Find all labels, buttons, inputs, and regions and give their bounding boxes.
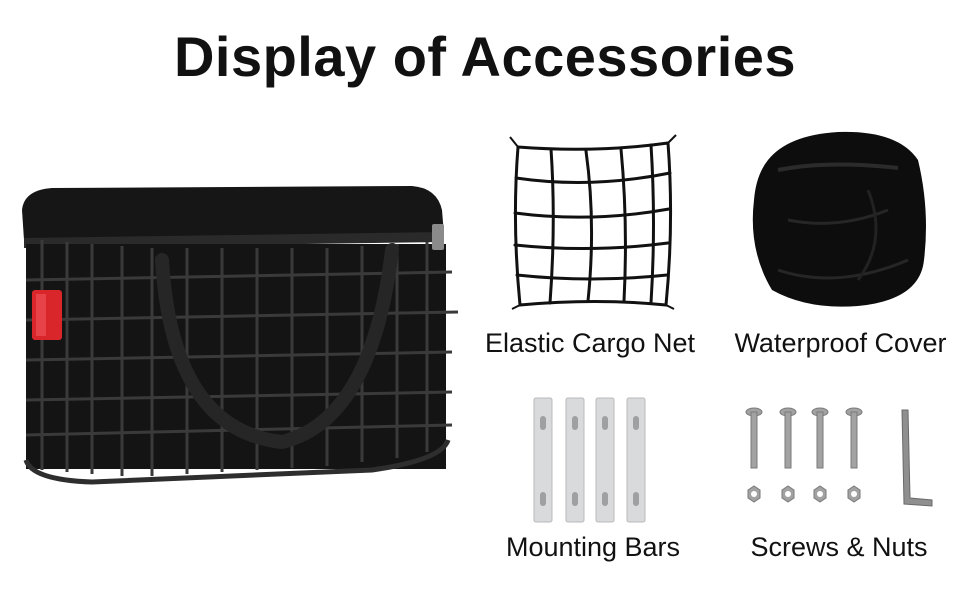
waterproof-cover-image xyxy=(748,130,930,310)
cargo-net-image xyxy=(506,133,681,311)
caption-waterproof-cover: Waterproof Cover xyxy=(734,328,947,358)
caption-screws-nuts: Screws & Nuts xyxy=(750,532,928,562)
mounting-bars-image xyxy=(528,396,650,524)
caption-elastic-cargo-net: Elastic Cargo Net xyxy=(484,328,696,358)
basket-image xyxy=(12,180,468,492)
screws-nuts-image xyxy=(740,406,938,512)
page-title: Display of Accessories xyxy=(173,25,797,88)
caption-mounting-bars: Mounting Bars xyxy=(505,532,681,562)
